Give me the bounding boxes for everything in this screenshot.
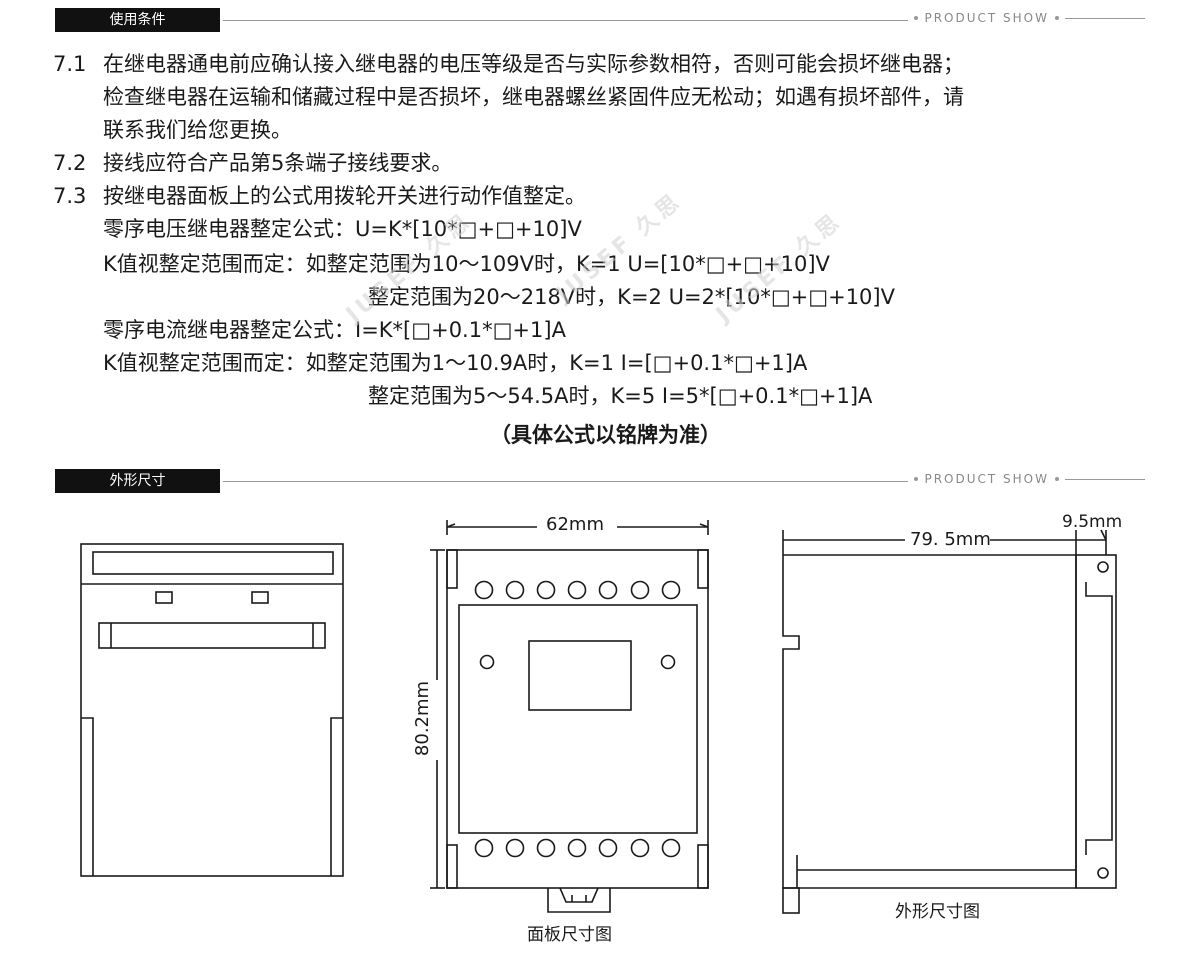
formula-voltage-k1: K值视整定范围而定：如整定范围为10～109V时，K=1 U=[10*□+□+1…: [103, 252, 830, 276]
side-depth-label: 79. 5mm: [910, 529, 991, 550]
bottom-terminals: [474, 838, 681, 858]
back-view-drawing: [80, 543, 344, 877]
product-show-label: PRODUCT SHOW: [908, 472, 1145, 486]
item-text: 在继电器通电前应确认接入继电器的电压等级是否与实际参数相符，否则可能会损坏继电器…: [103, 52, 964, 76]
item-number: 7.2: [53, 151, 87, 175]
top-terminals: [474, 580, 681, 600]
product-show-label: PRODUCT SHOW: [908, 11, 1145, 25]
panel-width-label: 62mm: [546, 514, 604, 535]
item-text: 联系我们给您更换。: [103, 118, 292, 142]
section-title: 外形尺寸: [55, 469, 220, 493]
formula-note: （具体公式以铭牌为准）: [490, 423, 721, 447]
item-text: 检查继电器在运输和储藏过程中是否损坏，继电器螺丝紧固件应无松动；如遇有损坏部件，…: [103, 85, 964, 109]
formula-current-k2: 整定范围为5～54.5A时，K=5 I=5*[□+0.1*□+1]A: [368, 384, 873, 408]
item-number: 7.1: [53, 52, 87, 76]
formula-voltage-k2: 整定范围为20～218V时，K=2 U=2*[10*□+□+10]V: [368, 285, 895, 309]
item-text: 按继电器面板上的公式用拨轮开关进行动作值整定。: [103, 184, 586, 208]
side-view-drawing: [782, 529, 1117, 914]
divider: [223, 20, 1145, 21]
divider: [223, 481, 1145, 482]
item-text: 接线应符合产品第5条端子接线要求。: [103, 151, 453, 175]
formula-current-k1: K值视整定范围而定：如整定范围为1～10.9A时，K=1 I=[□+0.1*□+…: [103, 351, 808, 375]
section-header-usage: 使用条件 PRODUCT SHOW: [55, 8, 1145, 32]
item-number: 7.3: [53, 184, 87, 208]
side-caption: 外形尺寸图: [895, 902, 980, 922]
formula-voltage-title: 零序电压继电器整定公式：U=K*[10*□+□+10]V: [103, 217, 582, 241]
side-extra-label: 9.5mm: [1062, 512, 1123, 532]
section-header-dimensions: 外形尺寸 PRODUCT SHOW: [55, 469, 1145, 493]
panel-view-drawing: [430, 520, 709, 913]
panel-height-label: 80.2mm: [412, 680, 434, 757]
panel-caption: 面板尺寸图: [527, 925, 612, 945]
formula-current-title: 零序电流继电器整定公式：I=K*[□+0.1*□+1]A: [103, 318, 566, 342]
section-title: 使用条件: [55, 8, 220, 32]
